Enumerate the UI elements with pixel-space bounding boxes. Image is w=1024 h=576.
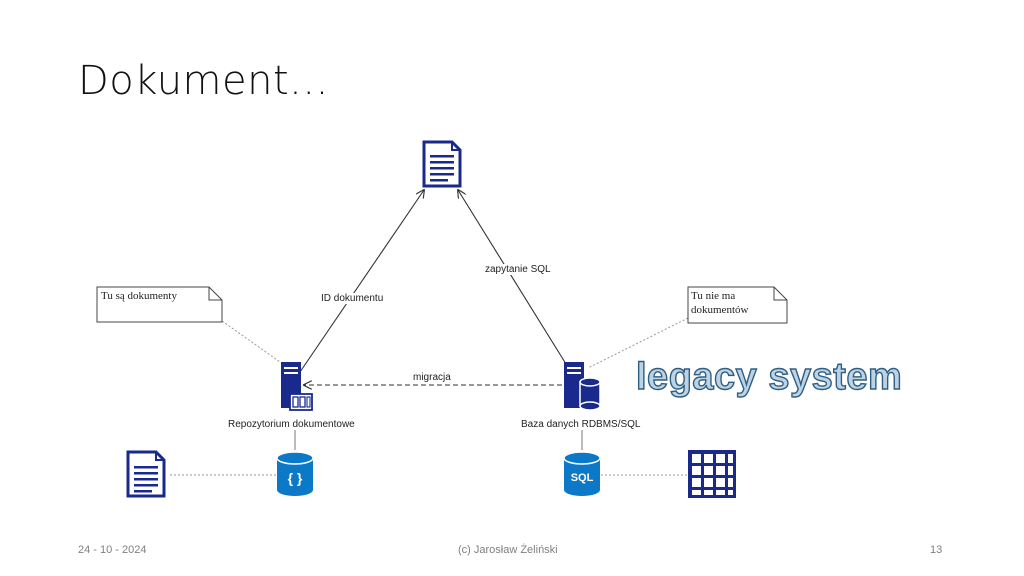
note-left-text: Tu są dokumenty bbox=[101, 290, 177, 302]
edge-label-zapytanie-sql: zapytanie SQL bbox=[483, 264, 553, 275]
note-tu-nie-ma-dokumentow bbox=[687, 286, 788, 324]
table-grid-icon bbox=[688, 450, 736, 498]
top-document-icon bbox=[422, 140, 462, 188]
note-tu-sa-dokumenty bbox=[96, 286, 223, 323]
json-braces-label: { } bbox=[288, 470, 303, 486]
edge-label-id-dokumentu: ID dokumentu bbox=[319, 293, 386, 304]
legacy-system-label: legacy system bbox=[635, 355, 903, 398]
slide-title: Dokument... bbox=[78, 58, 329, 104]
bottom-document-icon bbox=[126, 450, 166, 498]
database-server-icon bbox=[564, 362, 601, 411]
note-right-text-line2: dokumentów bbox=[691, 304, 749, 316]
footer-date: 24 - 10 - 2024 bbox=[78, 544, 147, 556]
footer-author: (c) Jarosław Żeliński bbox=[458, 544, 558, 556]
edge-id-dokumentu bbox=[299, 190, 424, 373]
sql-label: SQL bbox=[571, 472, 594, 484]
note-right-text-line1: Tu nie ma bbox=[691, 290, 736, 302]
page-number: 13 bbox=[930, 544, 943, 556]
edge-zapytanie-sql bbox=[458, 190, 572, 373]
edge-label-migracja: migracja bbox=[413, 372, 451, 383]
node-label-database: Baza danych RDBMS/SQL bbox=[519, 419, 643, 430]
repository-server-icon bbox=[281, 362, 313, 411]
json-database-icon: { } bbox=[276, 451, 314, 496]
node-label-repository: Repozytorium dokumentowe bbox=[226, 419, 357, 430]
sql-database-icon: SQL bbox=[563, 451, 601, 496]
